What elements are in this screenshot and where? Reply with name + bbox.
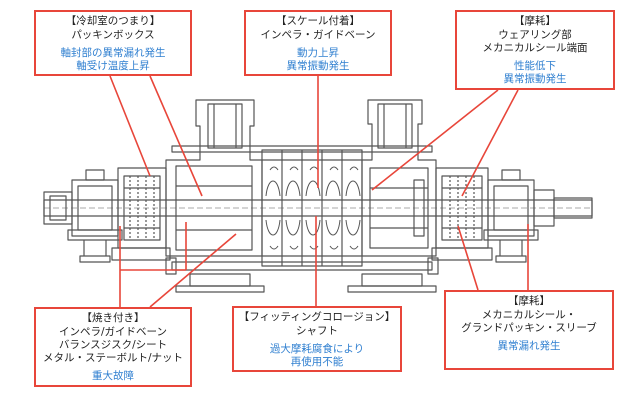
callout-fretting-corrosion: 【フィッティングコロージョン】 シャフト 過大摩耗腐食により 再使用不能 — [232, 306, 402, 372]
callout-effect: 再使用不能 — [290, 356, 344, 368]
callout-part: グランドパッキン・スリーブ — [461, 322, 597, 334]
left-bearing-housing — [67, 169, 123, 263]
callout-wear-ring-seal: 【摩耗】 ウェアリング部 メカニカルシール端面 性能低下 異常振動発生 — [455, 10, 615, 90]
callout-effect: 異常振動発生 — [503, 73, 567, 85]
stage-casings — [261, 149, 363, 267]
pump-feet — [175, 273, 437, 293]
callout-part: インペラ/ガイドベーン — [58, 326, 167, 338]
callout-part: インペラ・ガイドベーン — [260, 29, 376, 41]
callout-title: 【フィッティングコロージョン】 — [238, 311, 396, 323]
callout-effect: 性能低下 — [514, 60, 556, 72]
callout-title: 【摩耗】 — [514, 15, 556, 27]
callout-effect: 軸受け温度上昇 — [76, 60, 150, 72]
callout-part: ウェアリング部 — [498, 29, 572, 41]
callout-title: 【摩耗】 — [508, 295, 550, 307]
callout-effect: 重大故障 — [92, 370, 134, 382]
callout-part: バランスジスク/シート — [58, 339, 168, 351]
callout-effect: 異常漏れ発生 — [497, 340, 561, 352]
callout-wear-seal-packing: 【摩耗】 メカニカルシール・ グランドパッキン・スリーブ 異常漏れ発生 — [444, 290, 614, 370]
callout-title: 【焼き付き】 — [81, 312, 145, 324]
left-packing-box — [111, 167, 171, 261]
callout-effect: 異常振動発生 — [286, 60, 350, 72]
callout-part: メカニカルシール端面 — [482, 42, 588, 54]
impellers — [265, 166, 361, 250]
leader-lines — [109, 75, 529, 308]
stay-bolts — [165, 145, 439, 275]
discharge-casing — [361, 99, 437, 257]
callout-title: 【冷却室のつまり】 — [65, 15, 161, 27]
callout-seizure: 【焼き付き】 インペラ/ガイドベーン バランスジスク/シート メタル・ステーボル… — [34, 307, 192, 387]
callout-part: シャフト — [296, 325, 338, 337]
callout-part: パッキンボックス — [71, 29, 155, 41]
callout-effect: 軸封部の異常漏れ発生 — [60, 47, 166, 59]
callout-part: メカニカルシール・ — [481, 309, 577, 321]
callout-effect: 動力上昇 — [297, 47, 339, 59]
callout-part: メタル・ステーボルト/ナット — [42, 352, 184, 364]
suction-casing — [165, 99, 263, 257]
callout-title: 【スケール付着】 — [276, 15, 360, 27]
callout-effect: 過大摩耗腐食により — [269, 343, 365, 355]
right-shaft-end — [553, 197, 593, 219]
callout-cooling-chamber-clog: 【冷却室のつまり】 パッキンボックス 軸封部の異常漏れ発生 軸受け温度上昇 — [34, 10, 192, 76]
callout-scale-deposit: 【スケール付着】 インペラ・ガイドベーン 動力上昇 異常振動発生 — [244, 10, 392, 76]
